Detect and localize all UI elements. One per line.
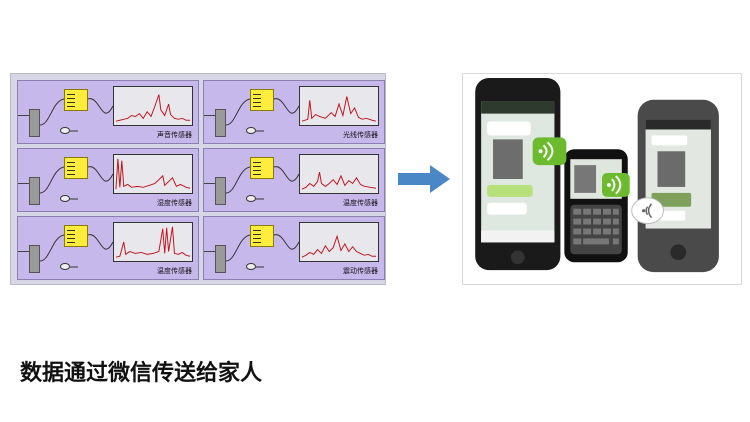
sensor-label: 湿度传感器 xyxy=(157,199,192,207)
waveform-plot xyxy=(113,222,193,262)
device-block xyxy=(29,109,40,137)
device-block xyxy=(29,245,40,273)
sensor-panel-sound: 声音传感器 xyxy=(17,80,199,144)
wifi-signal-icon xyxy=(631,197,664,225)
device-block xyxy=(215,177,226,205)
connector-node xyxy=(60,127,70,134)
data-table-block xyxy=(250,157,274,179)
connector-node xyxy=(246,263,256,270)
connector-node xyxy=(60,263,70,270)
sensor-panel-humidity: 湿度传感器 xyxy=(17,148,199,212)
sensor-label: 温度传感器 xyxy=(157,267,192,275)
right-arrow-icon xyxy=(398,165,450,193)
sensor-panel-grid: 声音传感器 光线传感器 湿度传感器 xyxy=(10,73,386,285)
android-device xyxy=(637,99,719,273)
sensor-label: 震动传感器 xyxy=(343,267,378,275)
sensor-label: 光线传感器 xyxy=(343,131,378,139)
iphone-device xyxy=(475,77,561,271)
waveform-plot xyxy=(299,86,379,126)
data-table-block xyxy=(250,225,274,247)
waveform-plot xyxy=(113,86,193,126)
data-table-block xyxy=(64,89,88,111)
waveform-plot xyxy=(113,154,193,194)
data-table-block xyxy=(64,225,88,247)
wifi-signal-icon xyxy=(532,137,567,166)
waveform-plot xyxy=(299,222,379,262)
connector-node xyxy=(246,127,256,134)
data-table-block xyxy=(64,157,88,179)
connector-node xyxy=(60,195,70,202)
device-block xyxy=(215,109,226,137)
caption-title: 数据通过微信传送给家人 xyxy=(20,361,263,386)
sensor-panel-temperature: 温度传感器 xyxy=(203,148,385,212)
wifi-signal-icon xyxy=(602,173,630,197)
sensor-panel-light: 光线传感器 xyxy=(203,80,385,144)
connector-node xyxy=(246,195,256,202)
sensor-label: 温度传感器 xyxy=(343,199,378,207)
sensor-panel-temperature-2: 温度传感器 xyxy=(17,216,199,280)
blackberry-device xyxy=(564,149,628,263)
device-block xyxy=(29,177,40,205)
waveform-plot xyxy=(299,154,379,194)
data-table-block xyxy=(250,89,274,111)
phones-photo xyxy=(462,73,742,285)
sensor-label: 声音传感器 xyxy=(157,131,192,139)
sensor-panel-vibration: 震动传感器 xyxy=(203,216,385,280)
device-block xyxy=(215,245,226,273)
